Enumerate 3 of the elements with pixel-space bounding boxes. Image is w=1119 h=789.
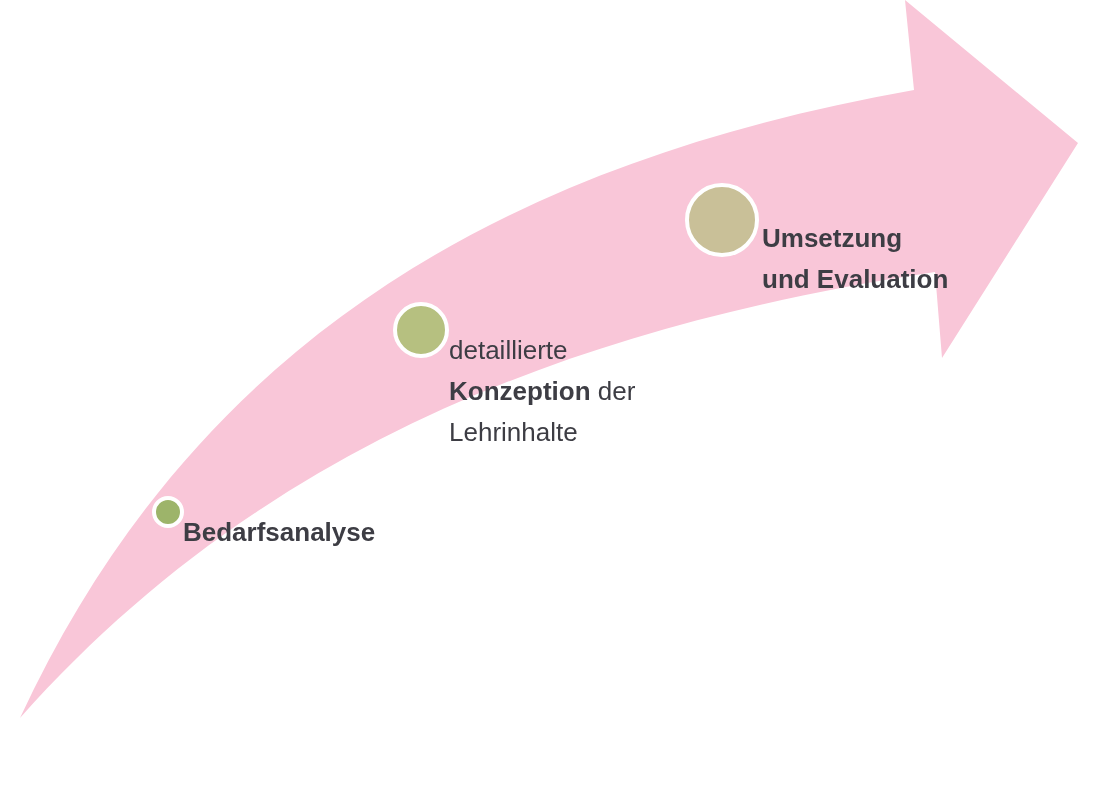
step-label: Bedarfsanalyse	[183, 516, 377, 549]
step-label: Umsetzung und Evaluation	[762, 222, 950, 296]
step-label: detaillierte Konzeption der Lehrinhalte	[449, 334, 637, 449]
